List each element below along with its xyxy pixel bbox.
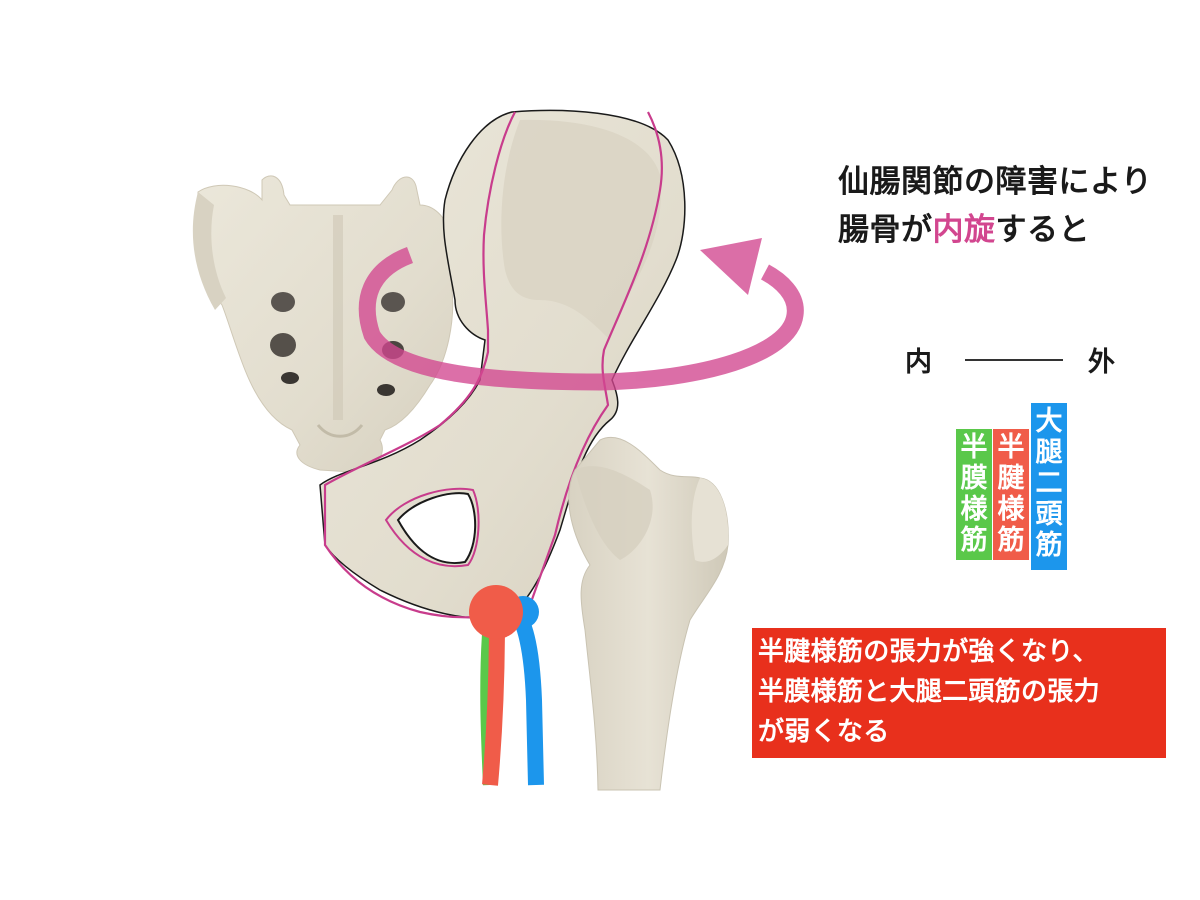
callout-line-2: 半膜様筋と大腿二頭筋の張力 [758, 677, 1100, 707]
rotation-arrow [358, 238, 804, 391]
callout-line-3: が弱くなる [758, 717, 890, 747]
medial-label: 内 [905, 347, 932, 378]
headline-line-2: 腸骨が内旋すると [838, 212, 1090, 248]
headline-line-1: 仙腸関節の障害により [838, 164, 1153, 200]
ilium [319, 109, 686, 619]
hamstring-tendons [469, 585, 544, 786]
headline-accent-internal-rotation: 内旋 [932, 212, 996, 248]
femur [568, 436, 729, 791]
medial-lateral-axis: 内 外 [905, 340, 1125, 380]
lateral-label: 外 [1088, 347, 1115, 378]
headline: 仙腸関節の障害により 腸骨が内旋すると [838, 158, 1152, 254]
axis-line [965, 359, 1063, 361]
sacrum [192, 175, 454, 473]
callout-line-1: 半腱様筋の張力が強くなり、 [758, 637, 1099, 667]
tag-semimembranosus: 半 膜 様 筋 [956, 429, 992, 560]
tag-semitendinosus: 半 腱 様 筋 [993, 429, 1029, 560]
tag-biceps-femoris: 大 腿 二 頭 筋 [1031, 403, 1067, 570]
tension-callout: 半腱様筋の張力が強くなり、 半膜様筋と大腿二頭筋の張力 が弱くなる [752, 628, 1166, 758]
